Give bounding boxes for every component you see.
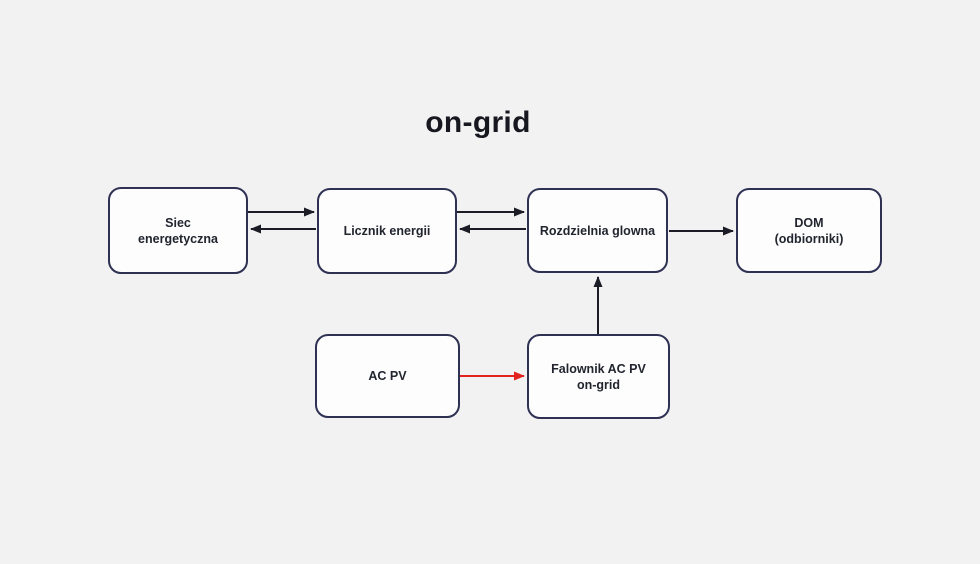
node-grid-label-line1: Siec [165, 215, 191, 230]
node-inverter-label-line1: Falownik AC PV [551, 361, 646, 376]
node-ac-pv: AC PV [315, 334, 460, 418]
node-home-loads-label-line2: (odbiorniki) [774, 231, 844, 246]
node-grid: Siec energetyczna [108, 187, 248, 274]
node-home-loads: DOM (odbiorniki) [736, 188, 882, 273]
node-main-switchboard: Rozdzielnia glowna [527, 188, 668, 273]
diagram-title: on-grid [425, 106, 531, 139]
node-inverter-label-line2: on-grid [576, 377, 621, 392]
node-energy-meter-label: Licznik energii [343, 224, 431, 238]
node-home-loads-label-line1: DOM [794, 215, 824, 230]
node-energy-meter: Licznik energii [317, 188, 457, 274]
node-ac-pv-label: AC PV [368, 369, 407, 383]
node-grid-label-line2: energetyczna [138, 231, 218, 246]
node-inverter: Falownik AC PV on-grid [527, 334, 670, 419]
node-main-switchboard-label: Rozdzielnia glowna [539, 223, 656, 238]
